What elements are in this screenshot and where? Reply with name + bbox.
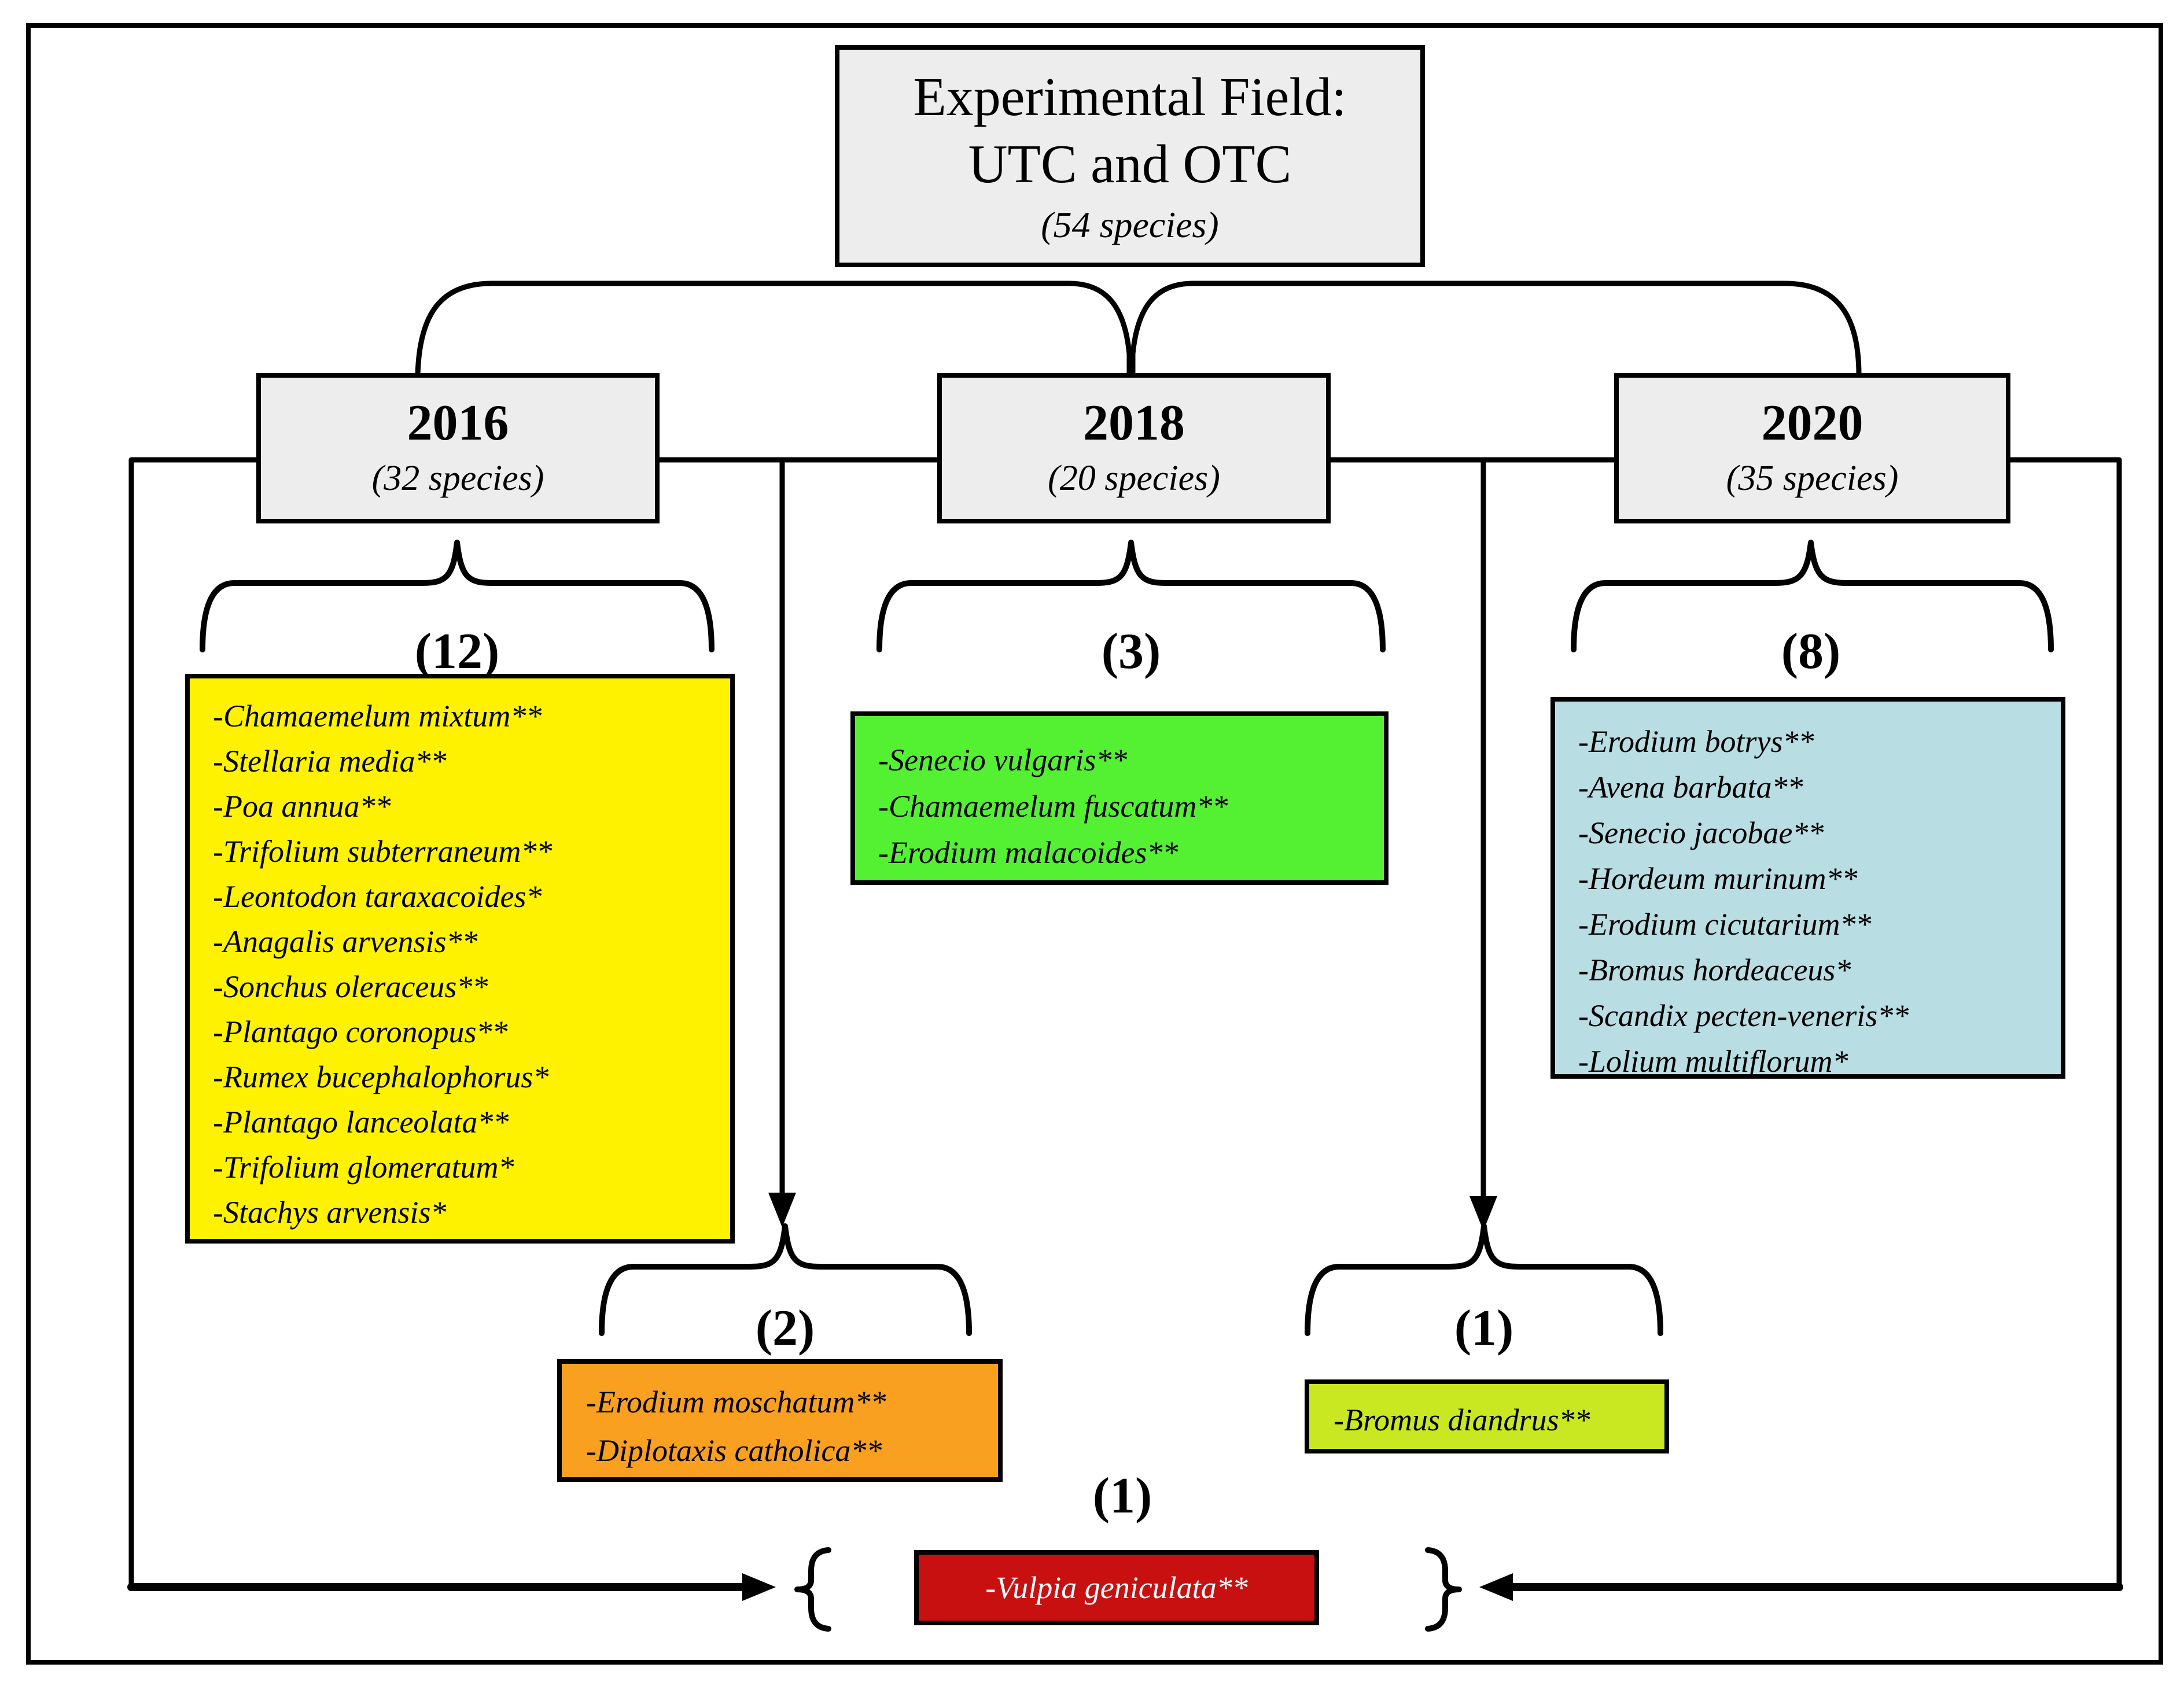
year-species-count: (35 species) xyxy=(1726,459,1899,498)
year-box-2020: 2020 (35 species) xyxy=(1614,373,2010,523)
species-item: -Senecio jacobae** xyxy=(1578,816,1824,850)
brace-shared-right-icon xyxy=(1425,1547,1462,1632)
arc-root-to-2016-2018 xyxy=(415,281,1132,378)
species-box-2016-2018-shared: -Erodium moschatum** -Diplotaxis catholic… xyxy=(557,1359,1003,1482)
brace-2020-group-icon xyxy=(1571,540,2054,652)
count-label-2020: (8) xyxy=(1781,624,1841,680)
arrowhead-down-left-icon xyxy=(768,1193,796,1227)
species-item: -Stachys arvensis* xyxy=(213,1195,447,1230)
species-item: -Trifolium subterraneum** xyxy=(213,834,553,869)
year-species-count: (32 species) xyxy=(371,459,544,498)
brace-2016-group-icon xyxy=(200,540,715,652)
year-species-count: (20 species) xyxy=(1048,459,1220,498)
species-item: -Erodium moschatum** xyxy=(586,1385,886,1419)
year-label: 2020 xyxy=(1761,395,1863,451)
species-item: -Diplotaxis catholica** xyxy=(586,1433,882,1468)
arc-root-to-2020-2018 xyxy=(1130,281,1862,378)
species-item: -Leontodon taraxacoides* xyxy=(213,879,542,914)
count-label-2018: (3) xyxy=(1101,624,1161,680)
species-item: -Vulpia geniculata** xyxy=(985,1570,1248,1605)
species-box-2016: -Chamaemelum mixtum** -Stellaria media** -… xyxy=(185,674,735,1244)
root-title-line2: UTC and OTC xyxy=(968,134,1292,194)
species-item: -Sonchus oleraceus** xyxy=(213,969,488,1004)
species-item: -Chamaemelum fuscatum** xyxy=(878,789,1228,824)
species-box-2018: -Senecio vulgaris** -Chamaemelum fuscatum… xyxy=(850,711,1389,885)
species-item: -Chamaemelum mixtum** xyxy=(213,699,542,733)
species-item: -Bromus diandrus** xyxy=(1334,1403,1590,1437)
count-label-2016: (12) xyxy=(414,624,500,680)
species-box-2018-2020-shared: -Bromus diandrus** xyxy=(1305,1379,1669,1453)
species-item: -Scandix pecten-veneris** xyxy=(1578,998,1909,1033)
year-label: 2016 xyxy=(407,395,509,451)
root-title-line1: Experimental Field: xyxy=(913,67,1347,127)
brace-pair20-icon xyxy=(1305,1223,1663,1336)
arrowhead-left-icon xyxy=(1479,1573,1513,1601)
brace-2018-group-icon xyxy=(876,540,1386,652)
year-label: 2018 xyxy=(1083,395,1185,451)
species-item: -Stellaria media** xyxy=(213,744,447,779)
species-item: -Plantago coronopus** xyxy=(213,1014,508,1049)
count-label-pair20: (1) xyxy=(1454,1300,1514,1356)
year-box-2018: 2018 (20 species) xyxy=(937,373,1331,523)
arrowhead-down-right-icon xyxy=(1469,1196,1497,1231)
species-item: -Bromus hordeaceus* xyxy=(1578,953,1851,987)
species-item: -Trifolium glomeratum* xyxy=(213,1150,514,1185)
root-box: Experimental Field: UTC and OTC (54 spec… xyxy=(835,45,1425,267)
species-item: -Avena barbata** xyxy=(1578,770,1803,805)
count-label-shared: (1) xyxy=(1092,1468,1152,1524)
route-2020-to-shared xyxy=(2008,457,2122,1590)
species-item: -Poa annua** xyxy=(213,789,391,824)
species-item: -Plantago lanceolata** xyxy=(213,1105,509,1139)
species-item: -Rumex bucephalophorus* xyxy=(213,1060,549,1094)
species-item: -Erodium cicutarium** xyxy=(1578,907,1872,942)
brace-shared-left-icon xyxy=(794,1547,831,1632)
route-2016-to-shared xyxy=(128,457,259,1590)
year-box-2016: 2016 (32 species) xyxy=(256,373,660,523)
brace-pair16-icon xyxy=(599,1223,972,1336)
arrowhead-right-icon xyxy=(742,1573,776,1601)
species-box-2020: -Erodium botrys** -Avena barbata** -Seneci… xyxy=(1550,697,2065,1079)
species-item: -Anagalis arvensis** xyxy=(213,924,478,959)
species-box-all-years-shared: -Vulpia geniculata** xyxy=(914,1550,1319,1625)
species-item: -Lolium multiflorum* xyxy=(1578,1044,1848,1079)
species-item: -Erodium botrys** xyxy=(1578,724,1814,759)
root-species-count: (54 species) xyxy=(1041,204,1219,245)
species-item: -Erodium malacoides** xyxy=(878,835,1178,870)
figure-border xyxy=(26,23,2163,1665)
species-item: -Senecio vulgaris** xyxy=(878,743,1128,777)
species-item: -Hordeum murinum** xyxy=(1578,861,1858,896)
count-label-pair16: (2) xyxy=(755,1300,815,1356)
